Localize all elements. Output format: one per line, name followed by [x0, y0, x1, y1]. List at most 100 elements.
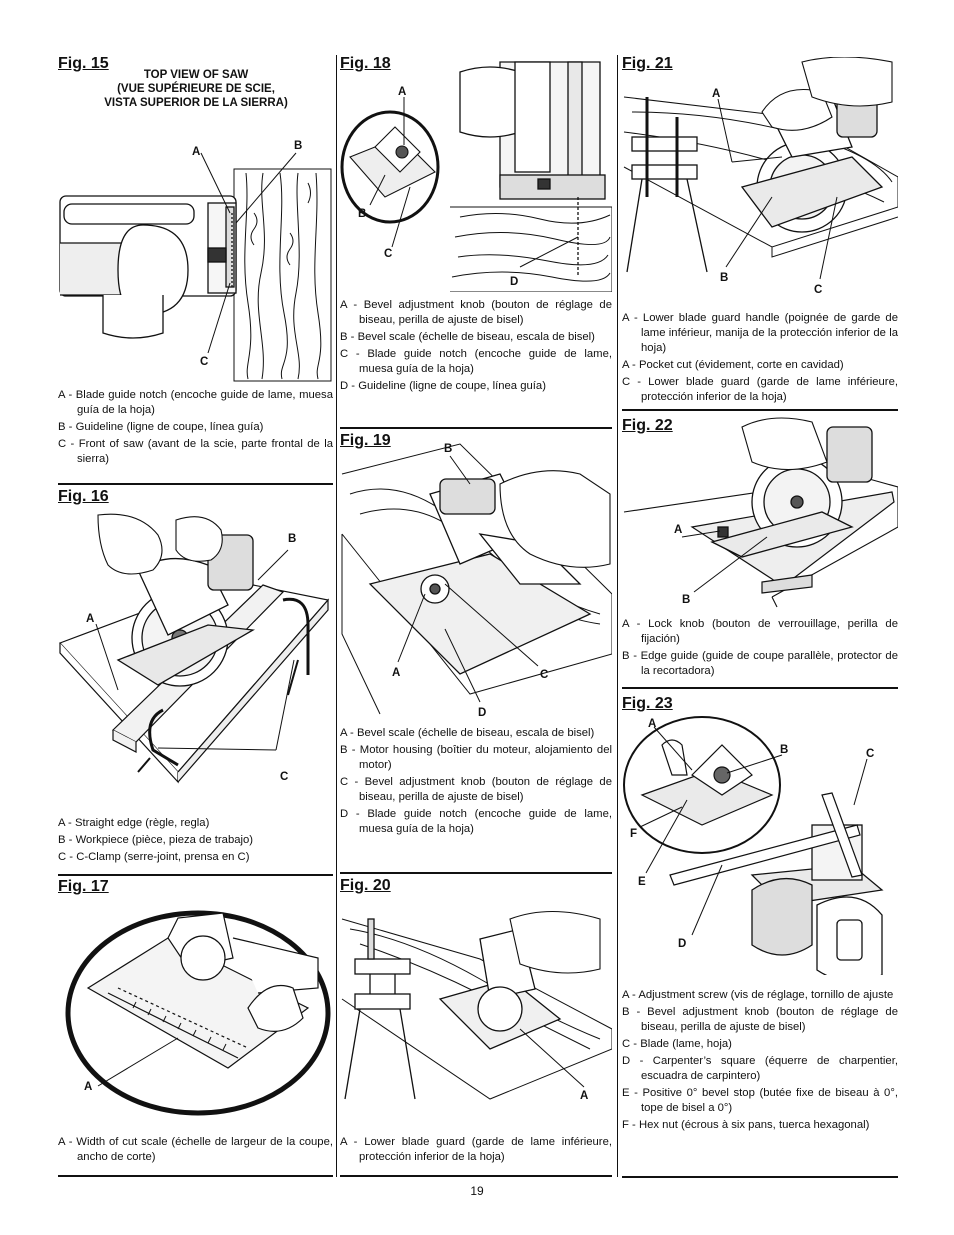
- fig21-section: Fig. 21: [622, 55, 898, 415]
- fig23-caption-d: D - Carpenter’s square (équerre de charp…: [622, 1055, 898, 1082]
- fig15-title: Fig. 15: [58, 55, 109, 72]
- fig18-label-b: B: [358, 208, 366, 220]
- fig20-illustration: A: [341, 910, 612, 1102]
- fig18-caption-d: D - Guideline (ligne de coupe, línea guí…: [340, 380, 546, 392]
- fig23-caption-a: A - Adjustment screw (vis de réglage, to…: [622, 989, 894, 1001]
- fig23-label-d: D: [678, 938, 686, 950]
- fig18-illustration: A B C D: [340, 61, 612, 292]
- fig16-title: Fig. 16: [58, 488, 109, 505]
- fig19-leader-lines: [397, 455, 539, 703]
- fig19-caption-c: C - Bevel adjustment knob (bouton de rég…: [340, 776, 612, 803]
- fig23-caption-e: E - Positive 0° bevel stop (butée fixe d…: [622, 1087, 898, 1114]
- fig18-wood-board: [450, 206, 612, 292]
- fig20-section: Fig. 20: [340, 877, 612, 1177]
- fig20-leader-lines: [519, 1028, 585, 1088]
- fig15-subtitle-2: (VUE SUPÉRIEURE DE SCIE,: [117, 82, 275, 95]
- fig18-caption-a: A - Bevel adjustment knob (bouton de rég…: [340, 299, 612, 326]
- fig19-label-b: B: [444, 443, 452, 455]
- fig18-bevel-detail: [349, 126, 436, 198]
- fig21-label-b: B: [720, 272, 728, 284]
- fig23-section: Fig. 23: [622, 695, 898, 1178]
- fig23-illustration: A B C D E F: [623, 716, 884, 975]
- fig23-label-a: A: [648, 718, 656, 730]
- fig17-title: Fig. 17: [58, 878, 109, 895]
- fig23-title: Fig. 23: [622, 695, 673, 712]
- fig21-hands: [761, 57, 893, 131]
- fig22-circular-saw: [710, 426, 873, 558]
- fig18-caption-c: C - Blade guide notch (encoche guide de …: [340, 348, 612, 375]
- fig21-caption-a: A - Lower blade guard handle (poignée de…: [622, 312, 898, 354]
- fig19-caption-a: A - Bevel scale (échelle de biseau, esca…: [340, 727, 595, 739]
- column-separator-right: [617, 55, 618, 1177]
- fig16-caption-c: C - C-Clamp (serre-joint, prensa en C): [58, 851, 250, 863]
- fig23-caption-c: C - Blade (lame, hoja): [622, 1038, 732, 1050]
- fig17-bottom-rule: [58, 1175, 333, 1177]
- fig21-caption-c: C - Lower blade guard (garde de lame inf…: [622, 376, 898, 403]
- fig18-saw-front-view: [459, 61, 606, 277]
- fig23-leader-lines: [639, 726, 868, 936]
- fig18-label-c: C: [384, 248, 392, 260]
- fig22-bottom-rule: [622, 687, 898, 689]
- fig16-illustration: A B C: [58, 513, 330, 784]
- fig15-label-b: B: [294, 140, 302, 152]
- fig20-caption-a: A - Lower blade guard (garde de lame inf…: [340, 1136, 612, 1163]
- fig21-captions: A - Lower blade guard handle (poignée de…: [622, 311, 898, 407]
- fig17-caption-a: A - Width of cut scale (échelle de large…: [58, 1136, 333, 1163]
- fig17-captions: A - Width of cut scale (échelle de large…: [58, 1135, 333, 1167]
- fig15-subtitle-1: TOP VIEW OF SAW: [144, 69, 249, 81]
- fig16-label-a: A: [86, 613, 94, 625]
- fig18-captions: A - Bevel adjustment knob (bouton de rég…: [340, 298, 612, 396]
- fig15-caption-c: C - Front of saw (avant de la scie, part…: [58, 438, 333, 465]
- fig15-wood-board: [233, 168, 332, 382]
- fig23-label-b: B: [780, 744, 788, 756]
- fig21-label-c: C: [814, 284, 822, 296]
- fig15-caption-b: B - Guideline (ligne de coupe, línea guí…: [58, 421, 264, 433]
- fig20-hand: [509, 910, 601, 974]
- fig18-bottom-rule: [340, 427, 612, 429]
- fig23-label-c: C: [866, 748, 874, 760]
- fig22-label-b: B: [682, 594, 690, 606]
- fig16-c-clamps: [137, 597, 310, 773]
- fig22-caption-a: A - Lock knob (bouton de verrouillage, p…: [622, 618, 898, 645]
- fig22-illustration: A B: [623, 417, 898, 608]
- fig19-circular-saw: [368, 473, 592, 675]
- fig17-section: Fig. 17: [58, 878, 333, 1178]
- column-separator-left: [336, 55, 337, 1177]
- fig16-leader-lines: [95, 549, 295, 751]
- fig18-caption-b: B - Bevel scale (échelle de biseau, esca…: [340, 331, 595, 343]
- fig16-label-c: C: [280, 771, 288, 783]
- fig19-illustration: B A C D: [341, 443, 612, 719]
- fig22-section: Fig. 22: [622, 417, 898, 697]
- fig16-section: Fig. 16: [58, 488, 333, 876]
- fig22-caption-b: B - Edge guide (guide de coupe parallèle…: [622, 650, 898, 677]
- fig19-label-a: A: [392, 667, 400, 679]
- fig16-circular-saw: [116, 534, 256, 687]
- fig16-label-b: B: [288, 533, 296, 545]
- fig23-caption-b: B - Bevel adjustment knob (bouton de rég…: [622, 1006, 898, 1033]
- fig17-leader-lines: [97, 1037, 179, 1087]
- fig19-bottom-rule: [340, 872, 612, 874]
- fig15-captions: A - Blade guide notch (encoche guide de …: [58, 388, 333, 469]
- fig17-label-a: A: [84, 1081, 92, 1093]
- fig18-leader-lines: [369, 97, 579, 268]
- fig17-saw-shoe: [86, 912, 319, 1069]
- fig17-scale-ticks: [132, 1001, 227, 1051]
- fig15-label-c: C: [200, 356, 208, 368]
- fig21-sawhorse: [626, 97, 708, 273]
- fig16-caption-b: B - Workpiece (pièce, pieza de trabajo): [58, 834, 254, 846]
- fig20-title: Fig. 20: [340, 877, 391, 894]
- fig16-caption-a: A - Straight edge (règle, regla): [58, 817, 210, 829]
- fig20-label-a: A: [580, 1090, 588, 1102]
- fig19-hand: [499, 470, 611, 568]
- fig19-section: Fig. 19: [340, 432, 612, 874]
- fig18-label-a: A: [398, 86, 406, 98]
- fig22-hand: [741, 417, 828, 470]
- fig17-illustration: A: [65, 910, 331, 1116]
- fig21-leader-lines: [717, 98, 838, 280]
- fig18-label-d: D: [510, 276, 518, 288]
- fig18-section: Fig. 18: [340, 55, 612, 429]
- fig22-label-a: A: [674, 524, 682, 536]
- fig16-bottom-rule: [58, 874, 333, 876]
- fig21-illustration: A B C: [623, 57, 898, 296]
- fig19-label-c: C: [540, 669, 548, 681]
